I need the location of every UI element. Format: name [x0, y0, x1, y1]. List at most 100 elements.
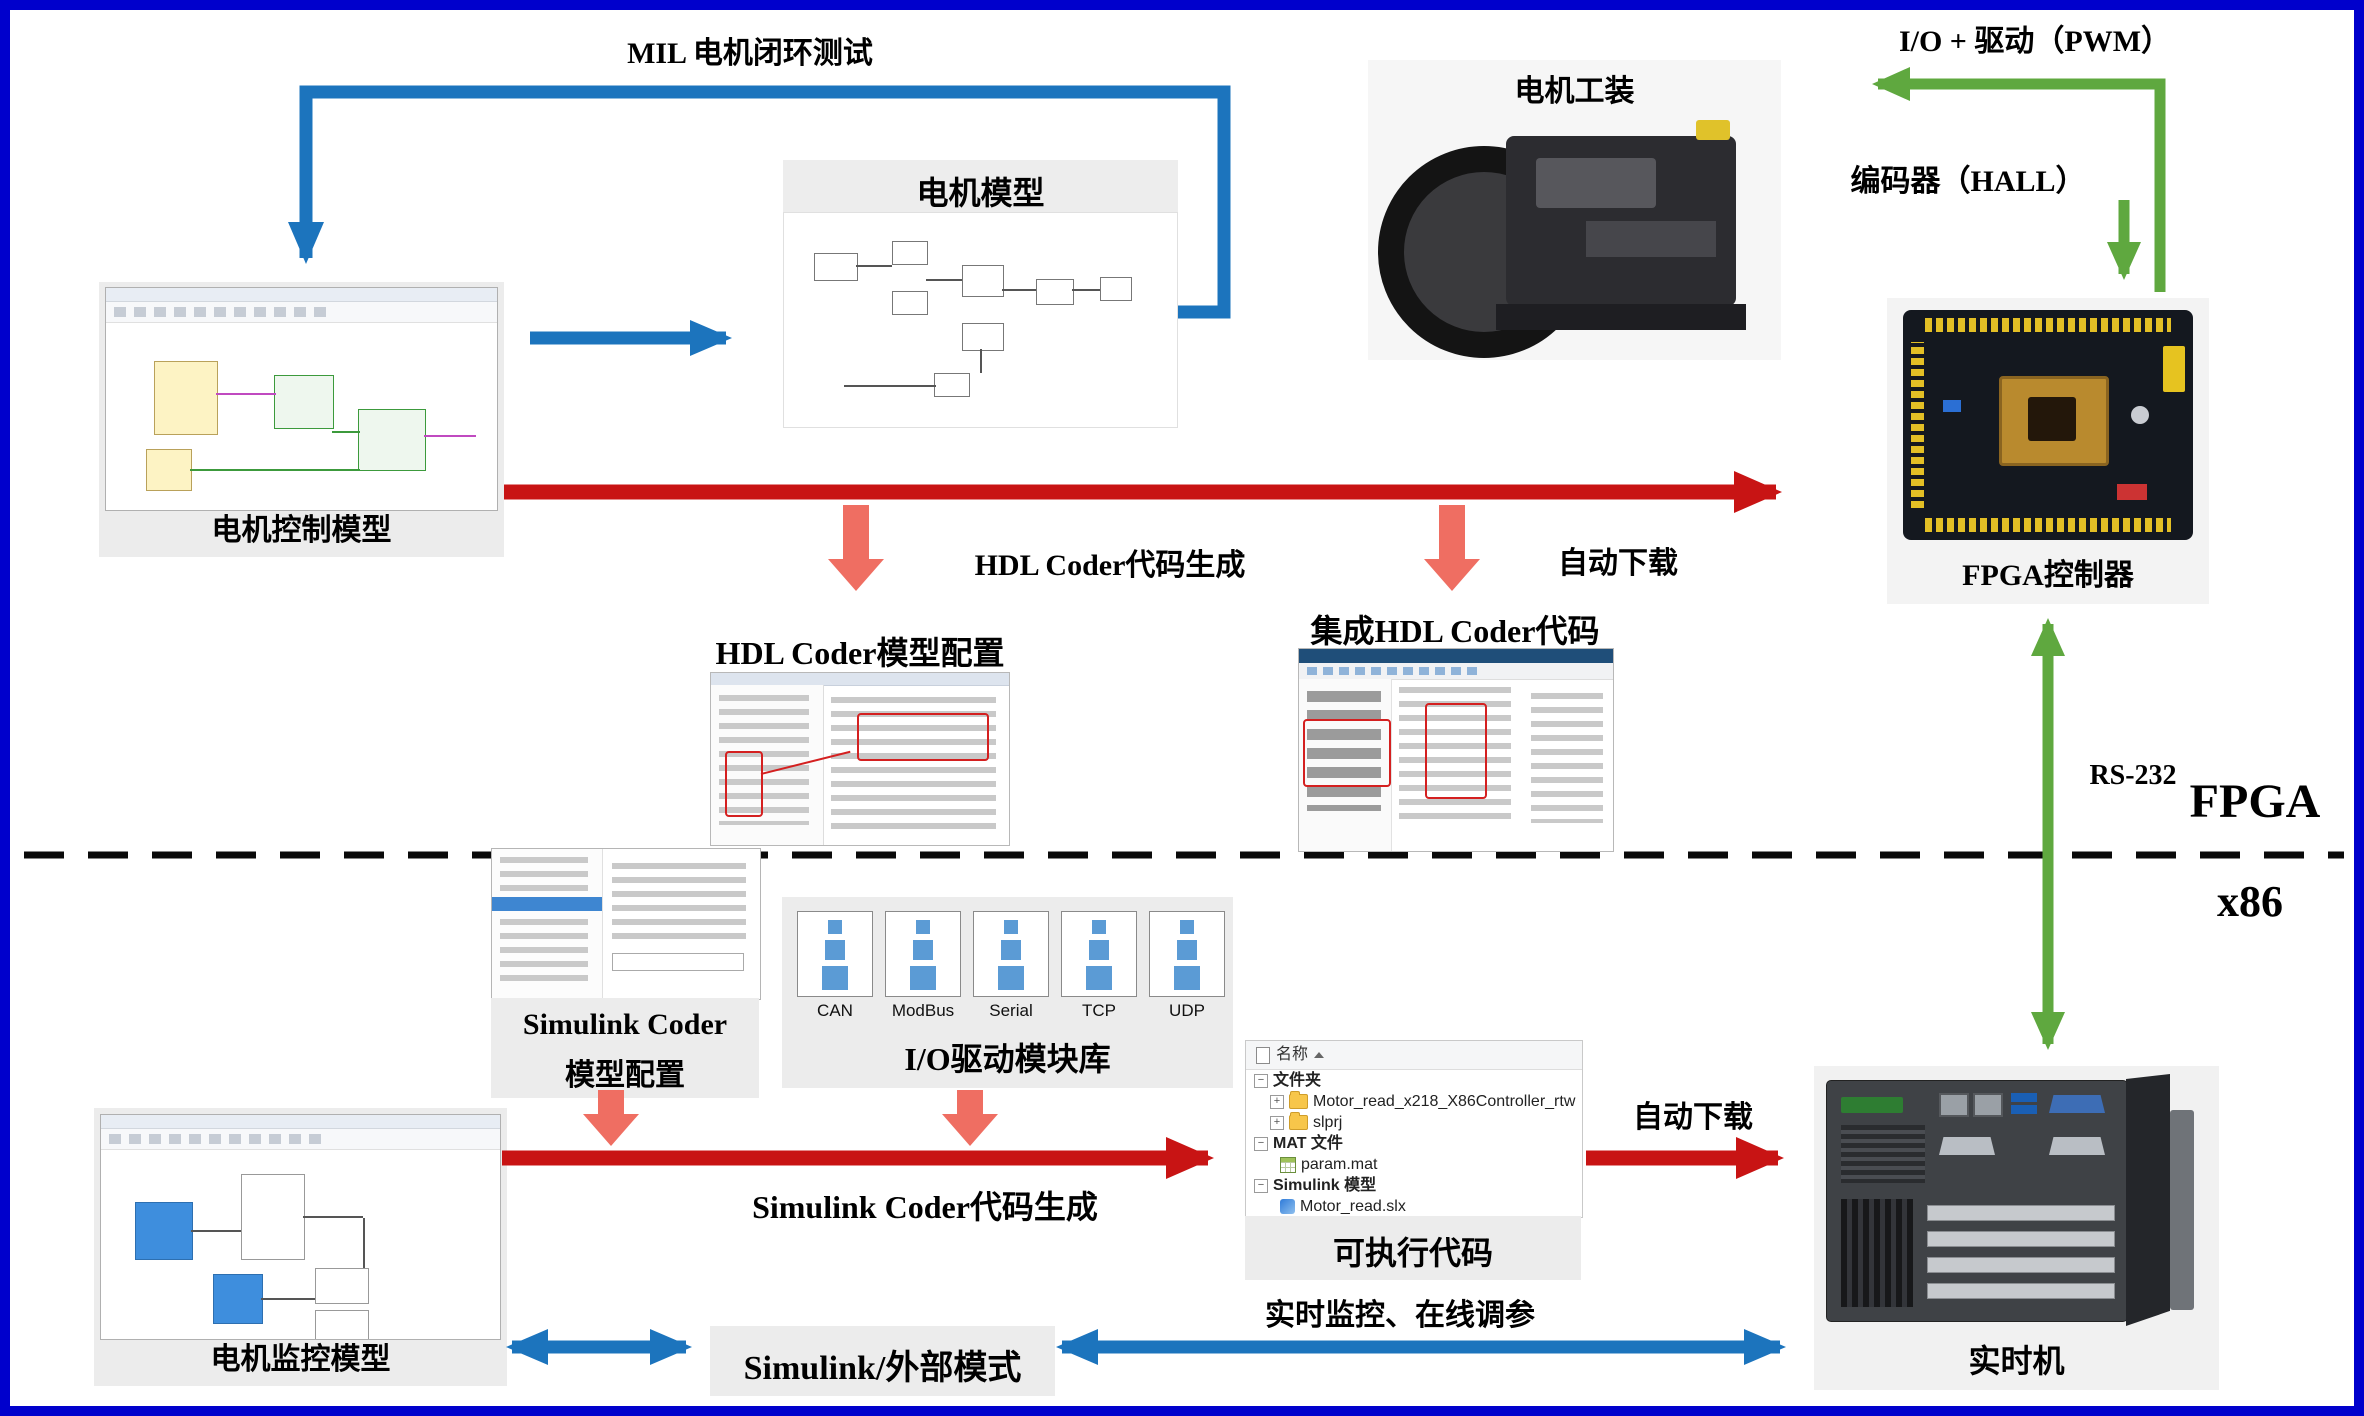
- file-row: Motor_read_x218_X86Controller_rtw: [1246, 1091, 1582, 1112]
- file-list-header: 名称: [1246, 1041, 1582, 1070]
- usb-port: [2011, 1093, 2037, 1102]
- signal-wire: [261, 1298, 315, 1300]
- pc-side-panel: [2126, 1074, 2170, 1326]
- pc-front-panel: [1826, 1080, 2128, 1322]
- tree-items: [719, 695, 809, 825]
- model-block: [154, 361, 218, 435]
- executable-code-panel: 名称 文件夹 Motor_read_x218_X86Controller_rtw…: [1245, 1040, 1583, 1280]
- signal-wire: [926, 279, 962, 281]
- io-block-label: CAN: [817, 1001, 853, 1020]
- push-button: [2131, 406, 2149, 424]
- model-block: [315, 1268, 369, 1304]
- block-square: [910, 966, 936, 990]
- simulink-coder-config-caption-1: Simulink Coder: [522, 1008, 728, 1041]
- pin-header-top: [1925, 318, 2171, 332]
- signal-wire: [856, 265, 892, 267]
- smd-component: [1943, 400, 1961, 412]
- yellow-cable-tie: [1696, 120, 1730, 140]
- parameter-rows: [612, 863, 746, 943]
- block-square: [1177, 940, 1197, 960]
- block-square: [998, 966, 1024, 990]
- io-block-udp: UDP: [1148, 911, 1226, 1029]
- io-block-label: Serial: [989, 1001, 1033, 1020]
- dialog-titlebar: [711, 673, 1009, 686]
- fpga-board-photo: [1903, 310, 2193, 540]
- executable-caption: 可执行代码: [1332, 1235, 1493, 1271]
- motor-control-model-screenshot: [105, 287, 498, 511]
- fpga-board-panel: FPGA控制器: [1887, 298, 2209, 604]
- signal-wire: [1002, 289, 1036, 291]
- annotation-box: [1303, 719, 1391, 787]
- model-block: [1036, 279, 1074, 305]
- block-square: [1086, 966, 1112, 990]
- signal-wire: [191, 1230, 241, 1232]
- serial-port: [2049, 1137, 2105, 1155]
- io-block-tcp: TCP: [1060, 911, 1138, 1029]
- config-tree-pane: [711, 685, 824, 845]
- io-block-icon: [1149, 911, 1225, 997]
- power-connector: [2163, 346, 2185, 392]
- fpga-zone-label: FPGA: [2189, 775, 2321, 828]
- simulink-coder-config-group: Simulink Coder 模型配置: [491, 848, 761, 1098]
- file-group-label: MAT 文件: [1273, 1135, 1343, 1152]
- block-square: [1092, 920, 1106, 934]
- io-driver-library-panel: CAN ModBus Serial TCP: [782, 897, 1233, 1088]
- block-square: [913, 940, 933, 960]
- motor-control-model-panel: 电机控制模型: [99, 282, 504, 557]
- fpga-board-caption: FPGA控制器: [1962, 559, 2134, 592]
- mat-file-icon: [1280, 1156, 1296, 1173]
- collapse-icon: [1254, 1178, 1268, 1193]
- integrated-hdl-title: 集成HDL Coder代码: [1310, 613, 1600, 649]
- collapse-icon: [1254, 1073, 1268, 1088]
- block-square: [825, 940, 845, 960]
- io-block-modbus: ModBus: [884, 911, 962, 1029]
- motor-fixture-panel: 电机工装: [1368, 60, 1781, 360]
- block-square: [1089, 940, 1109, 960]
- block-square: [828, 920, 842, 934]
- sort-caret-icon: [1314, 1052, 1325, 1058]
- io-block-icon: [797, 911, 873, 997]
- file-pane: [1399, 687, 1519, 843]
- motor-control-model-caption: 电机控制模型: [211, 514, 392, 547]
- rs232-label: RS-232: [2089, 760, 2177, 791]
- motor-model-screenshot: [783, 212, 1178, 428]
- heatsink-fins: [1841, 1199, 1913, 1307]
- signal-wire: [216, 393, 276, 395]
- file-row: Motor_read.slx: [1246, 1196, 1582, 1217]
- vga-port: [2049, 1095, 2105, 1113]
- file-items: [1399, 687, 1511, 827]
- parameter-input: [612, 953, 744, 971]
- file-group-row: 文件夹: [1246, 1070, 1582, 1091]
- arrow-down-auto-download: [1424, 505, 1480, 591]
- nav-items: [1307, 691, 1381, 811]
- hdl-config-screenshot: [710, 672, 1010, 846]
- file-list-header-label: 名称: [1276, 1046, 1309, 1063]
- file-name: param.mat: [1301, 1156, 1378, 1173]
- block-square: [1174, 966, 1200, 990]
- motor-model-panel: 电机模型: [783, 160, 1178, 428]
- io-block-label: ModBus: [891, 1001, 955, 1020]
- file-row: param.mat: [1246, 1154, 1582, 1175]
- dip-switch: [2117, 484, 2147, 500]
- annotation-box: [725, 751, 763, 817]
- file-name: slprj: [1313, 1114, 1343, 1131]
- external-mode-box: Simulink/外部模式: [710, 1326, 1055, 1396]
- mil-test-label: MIL 电机闭环测试: [627, 37, 873, 70]
- model-block: [1100, 277, 1132, 301]
- file-list: 名称 文件夹 Motor_read_x218_X86Controller_rtw…: [1245, 1040, 1583, 1218]
- io-block-can: CAN: [796, 911, 874, 1029]
- file-group-row: Simulink 模型: [1246, 1175, 1582, 1196]
- motor-fixture-title: 电机工装: [1514, 75, 1635, 108]
- model-block: [315, 1310, 369, 1339]
- io-block-icon: [973, 911, 1049, 997]
- window-titlebar: [106, 288, 497, 302]
- external-mode-label: Simulink/外部模式: [743, 1350, 1022, 1387]
- expand-icon: [1270, 1115, 1284, 1130]
- config-tree-pane: [492, 849, 603, 999]
- serial-port: [1939, 1137, 1995, 1155]
- arrow-down-hdl-config: [828, 505, 884, 591]
- signal-wire: [1072, 289, 1100, 291]
- usb-port: [2011, 1105, 2037, 1114]
- file-group-label: 文件夹: [1273, 1072, 1322, 1089]
- folder-icon: [1289, 1112, 1308, 1130]
